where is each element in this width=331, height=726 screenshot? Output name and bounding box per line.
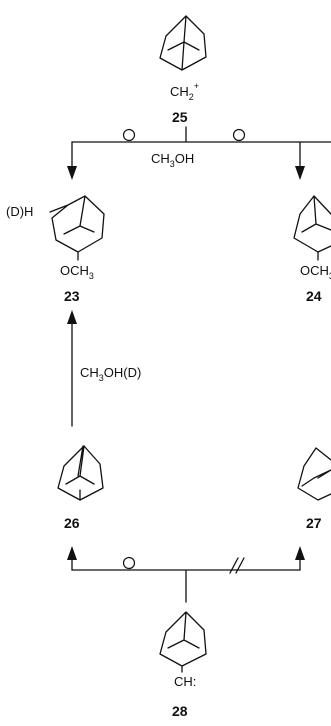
compound-23-number: 23 [64,288,80,304]
compound-26-structure [57,445,104,501]
top-branch-lines [71,126,331,169]
compound-24-structure [293,195,331,261]
reagent-top: CH3OH [151,151,194,169]
compound-23-label: OCH3 [60,263,94,281]
compound-26-number: 26 [64,515,80,531]
compound-27-structure [297,447,331,501]
arrow-26-to-23-head [67,310,77,324]
compound-25-label: CH2+ [170,81,199,102]
reagent-middle: CH3OH(D) [80,365,141,383]
compound-23-deuterium-label: (D)H [6,204,33,219]
arrow-to-26 [67,546,77,560]
forbidden-marker-circle [122,556,136,570]
compound-23-structure [49,195,105,261]
arrow-to-27 [295,546,305,560]
compound-27-number: 27 [306,515,322,531]
compound-24-number: 24 [306,288,322,304]
forbidden-marker-circle [232,128,246,142]
compound-28-structure [159,611,207,673]
compound-28-label: CH: [174,674,196,689]
arrow-to-23 [67,166,77,180]
compound-24-label: OCH3 [300,263,331,281]
compound-25-structure [159,15,207,71]
bottom-branch-lines [71,556,301,603]
arrow-to-24 [295,166,305,180]
forbidden-marker-circle [122,128,136,142]
compound-25-number: 25 [172,109,188,125]
forbidden-slash [235,557,245,574]
forbidden-slash [229,557,239,574]
compound-28-number: 28 [172,703,188,719]
